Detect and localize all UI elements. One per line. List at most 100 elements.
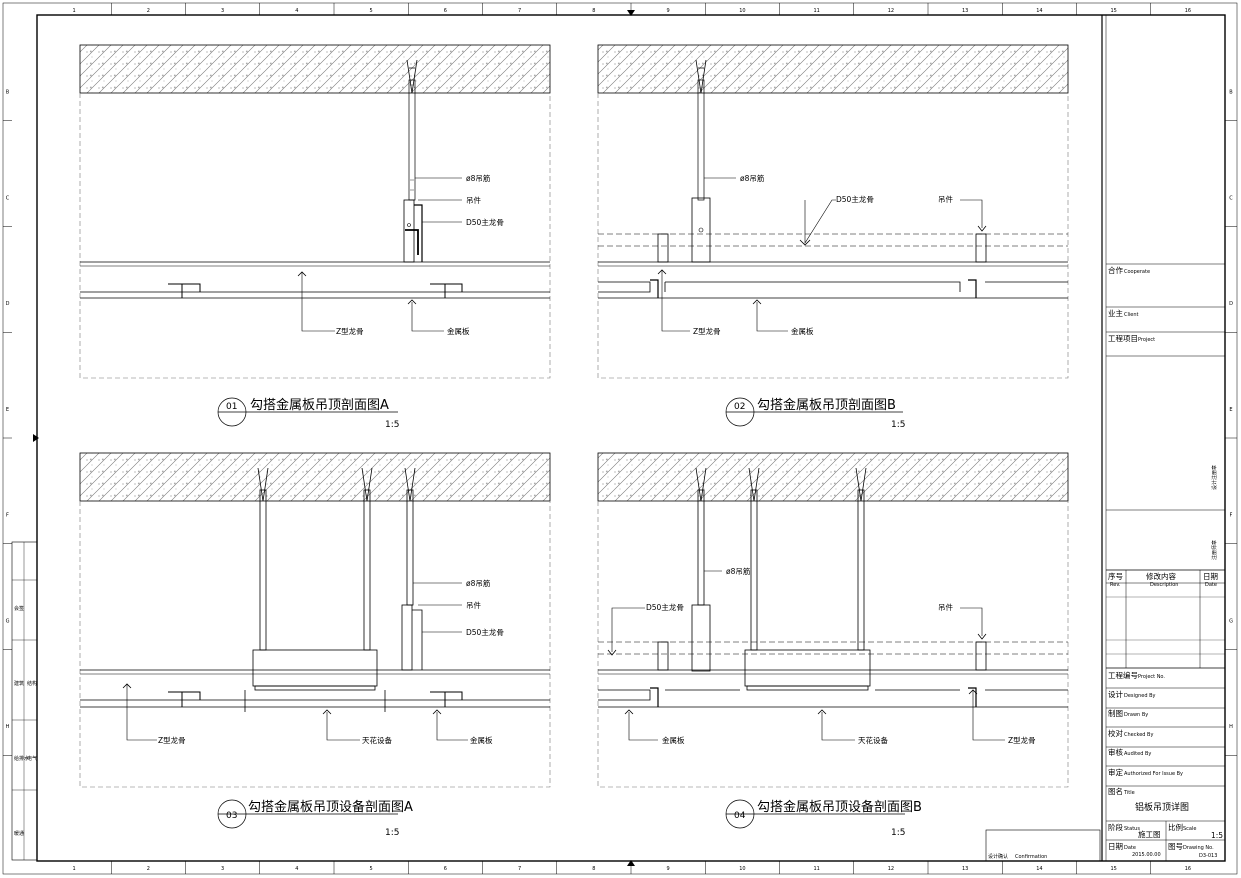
detail-title: 勾搭金属板吊顶剖面图B [757,397,896,413]
grid-label: 6 [444,866,447,872]
grid-label: 12 [888,8,894,14]
grid-label: 16 [1185,8,1191,14]
confirmation-en: Confirmation [1015,854,1047,860]
detail-scale: 1:5 [891,828,905,838]
detail-01: ø8吊筋 吊件 D50主龙骨 Z型龙骨 金属板 01 勾搭金属板吊顶剖面图A 1… [79,44,551,430]
detail-number: 01 [226,402,237,412]
grid-label: 3 [221,8,224,14]
label-main-keel: D50主龙骨 [466,627,504,637]
label-z-keel: Z型龙骨 [693,326,721,336]
grid-label: G [6,618,10,624]
tb-title-label-en: Title [1123,790,1135,796]
title-block: 合作 Cooperate 业主 Client 工程项目 Project 设计注册… [1101,15,1225,861]
tb-scale-value: 1:5 [1211,831,1223,840]
strip-label: 电气 [27,755,37,762]
grid-label: 7 [518,866,521,872]
tb-title-label-cn: 图名 [1108,786,1123,796]
grid-label: H [6,724,10,730]
grid-label: 7 [518,8,521,14]
tb-checked-en: Checked By [1124,732,1153,738]
grid-label: 5 [370,8,373,14]
tb-seal-design: 设计注册章 [1211,465,1218,490]
grid-label: 13 [962,8,968,14]
detail-number: 04 [734,811,746,821]
label-rod: ø8吊筋 [466,173,491,183]
tb-project-cn: 工程项目 [1108,334,1138,343]
tb-drawing-no-cn: 图号 [1168,842,1183,851]
grid-label: G [1229,618,1233,624]
tb-drawing-no-en: Drawing No. [1183,845,1214,851]
label-z-keel: Z型龙骨 [336,326,364,336]
detail-03: ø8吊筋 吊件 D50主龙骨 Z型龙骨 天花设备 金属板 03 勾搭金属板吊顶设… [79,452,551,838]
grid-label: 12 [888,866,894,872]
grid-label: E [1229,407,1232,413]
label-panel: 金属板 [447,326,470,336]
detail-02: ø8吊筋 D50主龙骨 吊件 Z型龙骨 金属板 02 勾搭金属板吊顶剖面图B 1… [597,44,1069,430]
tb-date-cn: 日期 [1108,842,1123,851]
grid-label: 1 [73,8,76,14]
tb-rev-date-en: Date [1205,582,1217,588]
grid-label: 8 [592,8,595,14]
strip-label: 给排水 [14,755,29,762]
tb-authorized-cn: 审定 [1108,767,1124,777]
center-mark-left [33,434,39,442]
grid-label: E [6,407,9,413]
grid-label: 6 [444,8,447,14]
grid-label: H [1229,724,1233,730]
grid-label: 14 [1036,8,1042,14]
grid-label: 4 [295,866,298,872]
grid-label: 5 [370,866,373,872]
confirmation-box: 设计确认 Confirmation [985,829,1101,862]
label-equipment: 天花设备 [858,735,888,745]
grid-label: 16 [1185,866,1191,872]
label-hanger: 吊件 [938,602,953,612]
tb-date-en: Date [1124,845,1136,851]
grid-label: B [1229,90,1233,96]
grid-label: 2 [147,866,150,872]
label-equipment: 天花设备 [362,735,392,745]
tb-drawing-no-value: D3-013 [1199,853,1217,859]
tb-date-value: 2015.00.00 [1132,852,1161,858]
grid-label: 15 [1110,8,1116,14]
grid-label: 8 [592,866,595,872]
grid-label: 13 [962,866,968,872]
tb-designed-en: Designed By [1124,693,1156,699]
grid-label: F [6,513,9,519]
center-mark-top [627,10,635,16]
tb-rev-desc: 修改内容 [1146,571,1176,581]
label-main-keel: D50主龙骨 [646,602,684,612]
tb-rev-desc-en: Description [1150,582,1178,588]
grid-label: 10 [739,8,745,14]
label-panel: 金属板 [470,735,493,745]
grid-label: 14 [1036,866,1042,872]
grid-label: 4 [295,8,298,14]
tb-project-no-cn: 工程编号 [1108,670,1138,680]
label-hanger: 吊件 [466,600,481,610]
concrete-slab [79,452,551,502]
grid-label: B [6,90,10,96]
tb-cooperate-en: Cooperate [1124,269,1150,275]
tb-rev-no: 序号 [1108,571,1123,581]
grid-label: D [6,301,10,307]
tb-drawing-title: 铝板吊顶详图 [1135,801,1189,813]
detail-title: 勾搭金属板吊顶设备剖面图A [248,799,413,815]
grid-label: 11 [813,866,819,872]
tb-drawn-en: Drawn By [1124,712,1148,718]
concrete-slab [597,44,1069,94]
tb-client-en: Client [1124,312,1139,318]
strip-label: 结构 [27,680,37,687]
label-z-keel: Z型龙骨 [1008,735,1036,745]
tb-status-en: Status [1124,826,1140,832]
tb-client-cn: 业主 [1108,308,1124,318]
detail-04: ø8吊筋 D50主龙骨 吊件 金属板 天花设备 Z型龙骨 04 勾搭金属板吊顶设… [597,452,1069,838]
grid-reference: 1122334455667788991010111112121313141415… [3,3,1237,874]
detail-scale: 1:5 [385,420,399,430]
confirmation-cn: 设计确认 [988,853,1008,860]
label-hanger: 吊件 [938,194,953,204]
label-rod: ø8吊筋 [466,578,491,588]
tb-rev-no-en: Rev. [1110,582,1121,588]
strip-label: 会签 [14,605,24,612]
label-rod: ø8吊筋 [740,173,765,183]
detail-number: 03 [226,811,237,821]
